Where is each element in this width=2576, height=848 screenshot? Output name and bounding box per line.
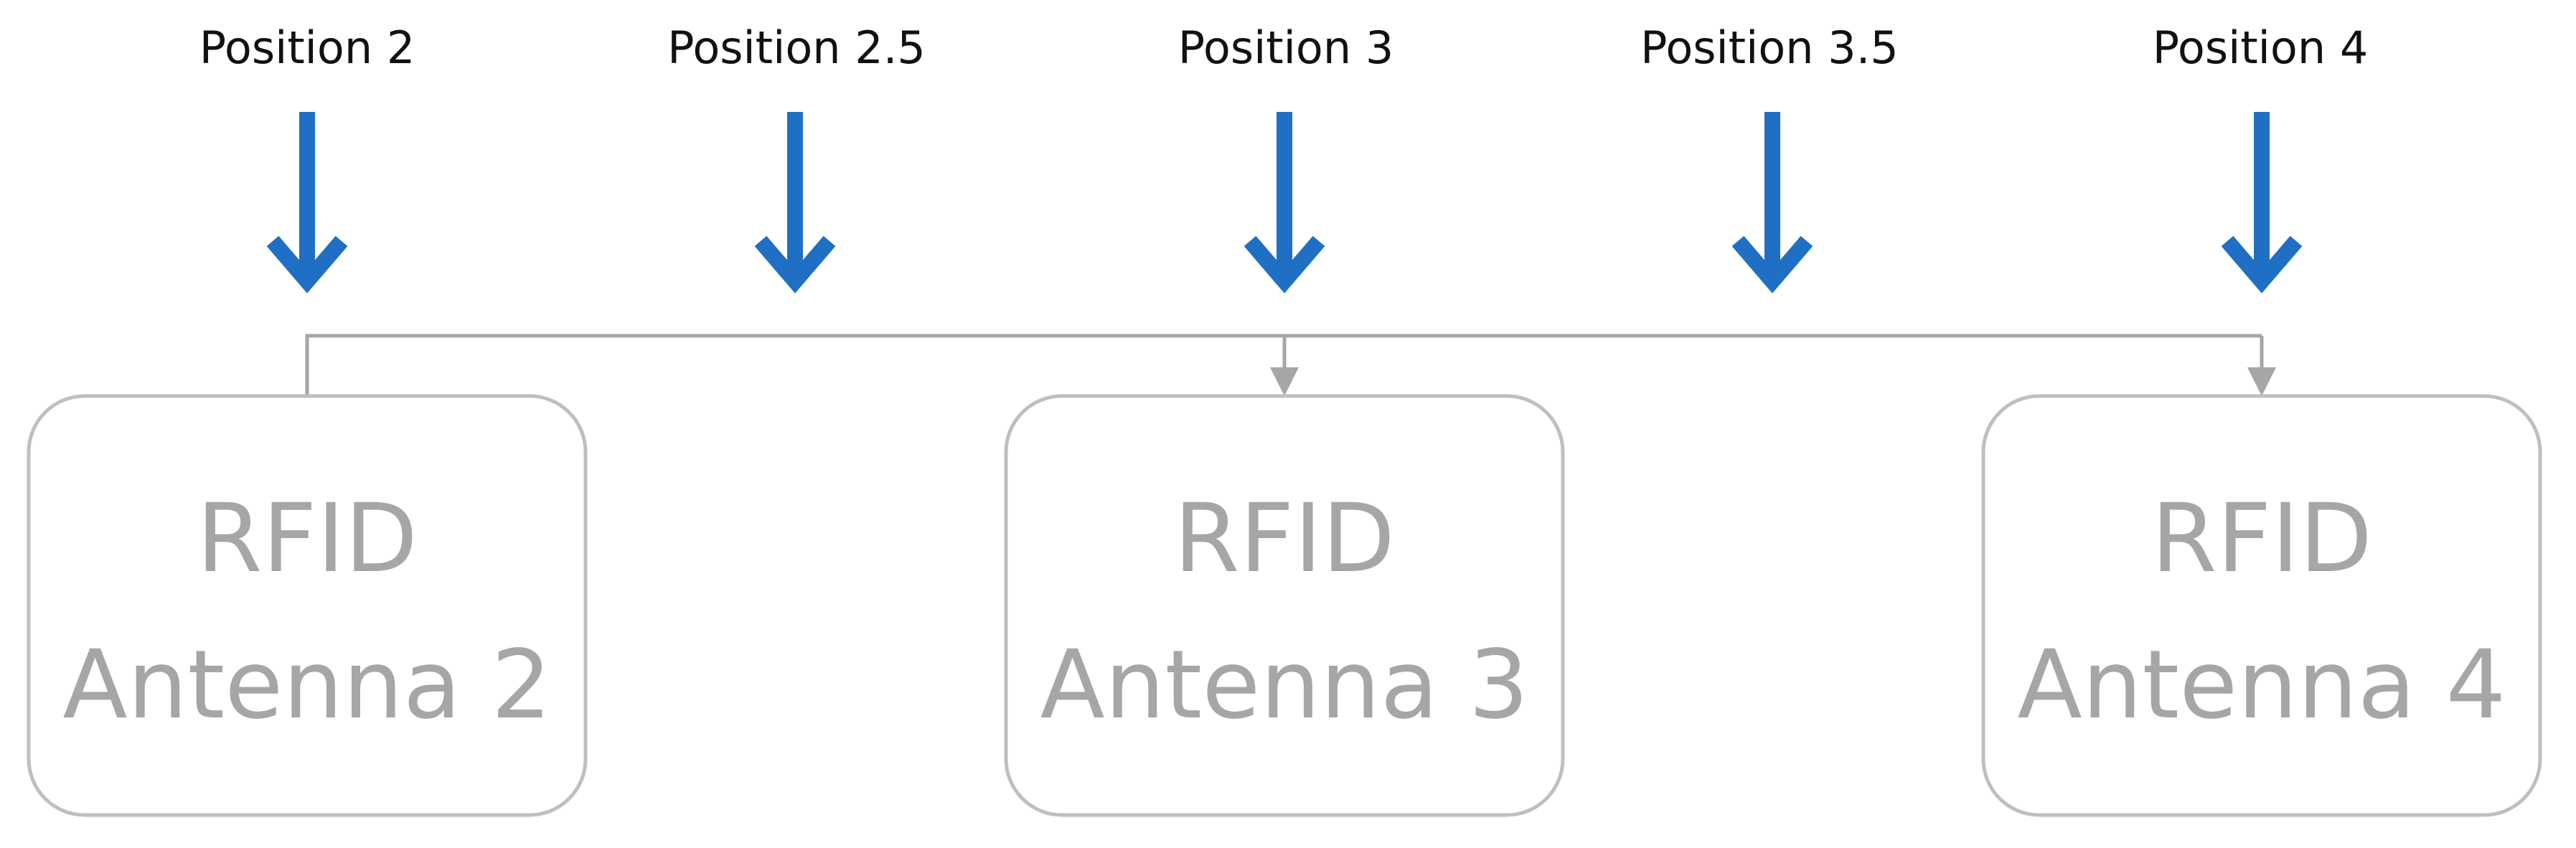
antenna-box-4: RFID Antenna 4 [1981, 394, 2542, 817]
position-label-2: Position 2 [199, 22, 415, 74]
antenna-box-3-line1: RFID [1174, 484, 1395, 594]
down-arrow-icon [266, 112, 348, 293]
antenna-box-3: RFID Antenna 3 [1004, 394, 1565, 817]
connector-arrowhead-antenna-3 [1270, 367, 1299, 396]
down-arrow-icon [2221, 112, 2303, 293]
position-labels: Position 2 Position 2.5 Position 3 Posit… [199, 22, 2369, 74]
antenna-box-2-line1: RFID [197, 484, 418, 594]
connector-arrowhead-antenna-4 [2247, 367, 2276, 396]
position-label-3: Position 3 [1178, 22, 1394, 74]
position-label-3-5: Position 3.5 [1640, 22, 1899, 74]
connector-arrowheads [1270, 367, 2276, 396]
position-label-4: Position 4 [2153, 22, 2369, 74]
antenna-box-2-line2: Antenna 2 [62, 630, 551, 740]
down-arrow-icon [1244, 112, 1325, 293]
antenna-box-4-line2: Antenna 4 [2017, 630, 2506, 740]
down-arrow-icon [1731, 112, 1813, 293]
position-label-2-5: Position 2.5 [667, 22, 926, 74]
antenna-box-3-line2: Antenna 3 [1040, 630, 1528, 740]
antenna-box-2: RFID Antenna 2 [27, 394, 588, 817]
down-arrow-icon [754, 112, 836, 293]
position-arrows [266, 112, 2303, 293]
antenna-box-4-line1: RFID [2151, 484, 2372, 594]
antenna-connector [305, 334, 2264, 396]
